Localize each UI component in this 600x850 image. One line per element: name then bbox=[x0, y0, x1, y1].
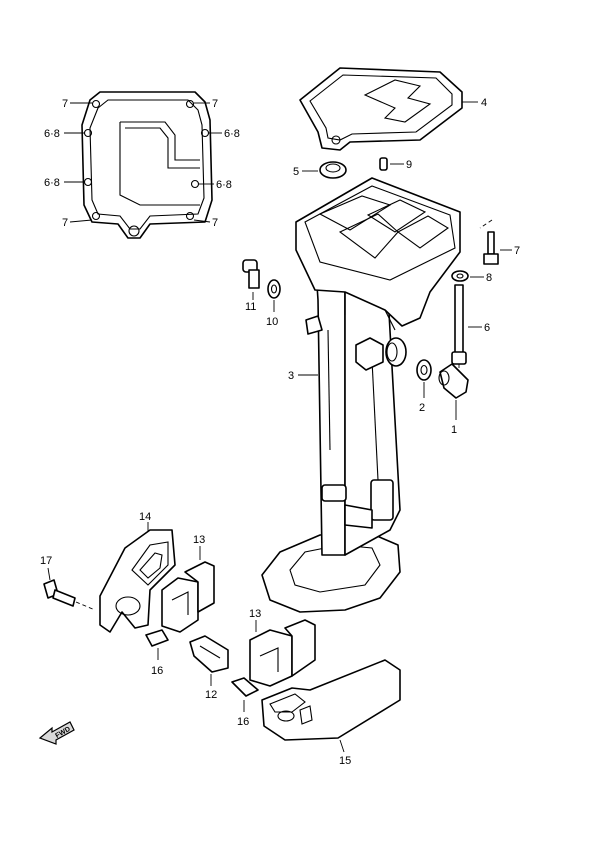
callout-7-top-right: 7 bbox=[212, 98, 218, 110]
stopper-part-12 bbox=[189, 635, 229, 686]
callout-11: 11 bbox=[245, 301, 256, 313]
washer-part-10 bbox=[267, 279, 281, 312]
callout-7-bottom-left: 7 bbox=[62, 217, 68, 229]
rubber-mount-part-13a bbox=[161, 546, 215, 633]
callout-15: 15 bbox=[339, 755, 351, 767]
pin-part-9 bbox=[379, 157, 404, 171]
callout-6-8-right-upper: 6·8 bbox=[224, 128, 240, 140]
long-bolt-part-6 bbox=[451, 284, 482, 372]
cover-part-15 bbox=[261, 659, 401, 753]
callout-5: 5 bbox=[293, 166, 299, 178]
callout-6-8-left-upper: 6·8 bbox=[44, 128, 60, 140]
callout-8: 8 bbox=[486, 272, 492, 284]
callout-6-8-left-lower: 6·8 bbox=[44, 177, 60, 189]
rubber-mount-part-13b bbox=[249, 619, 316, 687]
roller-part bbox=[385, 337, 407, 367]
callout-13-center: 13 bbox=[249, 608, 261, 620]
callout-7-bottom-right: 7 bbox=[212, 217, 218, 229]
callout-7-top-left: 7 bbox=[62, 98, 68, 110]
callout-9: 9 bbox=[406, 159, 412, 171]
bolt-part-7 bbox=[479, 219, 512, 265]
callout-3: 3 bbox=[288, 370, 294, 382]
forward-arrow-icon: FWD bbox=[38, 721, 75, 745]
callout-16-center: 16 bbox=[237, 716, 249, 728]
washer-part-2 bbox=[416, 359, 432, 398]
pin-part-16b bbox=[231, 677, 259, 712]
fwd-label: FWD bbox=[54, 726, 71, 740]
callout-12: 12 bbox=[205, 689, 217, 701]
callout-6: 6 bbox=[484, 322, 490, 334]
callout-1: 1 bbox=[451, 424, 457, 436]
callout-6-8-right-lower: 6·8 bbox=[216, 179, 232, 191]
callout-4: 4 bbox=[481, 97, 487, 109]
callout-10: 10 bbox=[266, 316, 278, 328]
washer-part-8 bbox=[451, 270, 484, 282]
bracket-part-14 bbox=[99, 522, 176, 633]
callout-17: 17 bbox=[40, 555, 52, 567]
callout-14: 14 bbox=[139, 511, 151, 523]
gasket-part-4 bbox=[299, 67, 478, 151]
seal-part-5 bbox=[302, 161, 347, 179]
driveshaft-housing-part-3 bbox=[261, 177, 461, 613]
plug-part-11 bbox=[242, 259, 260, 300]
callout-2: 2 bbox=[419, 402, 425, 414]
pin-part-16a bbox=[145, 629, 169, 660]
callout-13-left: 13 bbox=[193, 534, 205, 546]
callout-16-left: 16 bbox=[151, 665, 163, 677]
gasket-detail bbox=[64, 91, 222, 239]
plug-part-1 bbox=[438, 363, 469, 420]
bolt-part-17 bbox=[43, 567, 96, 611]
callout-labels: 7 7 6·8 6·8 6·8 6·8 7 7 4 5 9 7 8 6 11 1… bbox=[40, 97, 520, 767]
callout-7-bolt: 7 bbox=[514, 245, 520, 257]
